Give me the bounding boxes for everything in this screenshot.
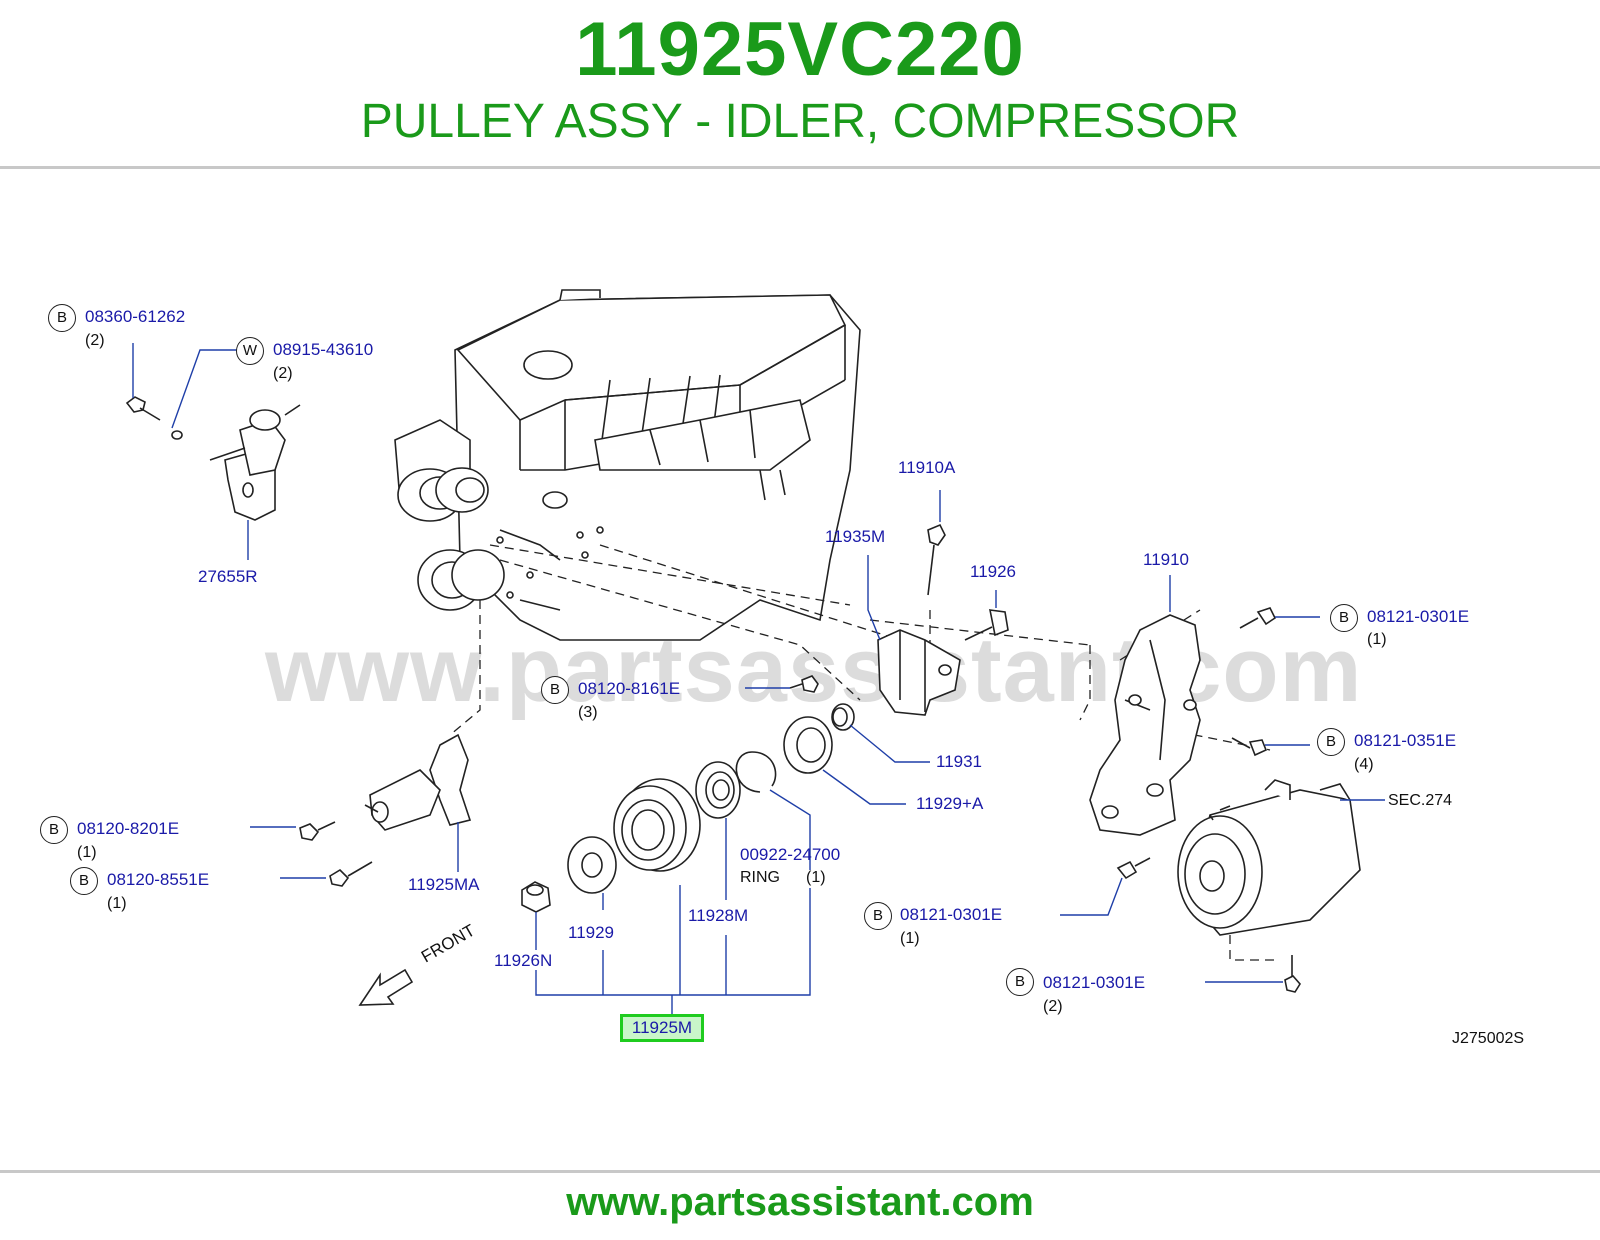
diagram-code: J275002S — [1452, 1030, 1525, 1047]
page-header: 11925VC220 PULLEY ASSY - IDLER, COMPRESS… — [0, 0, 1600, 168]
bolt-marker-icon: B — [40, 816, 68, 844]
callout-part-number[interactable]: 11935M — [825, 527, 886, 546]
bolt-marker-icon: B — [1330, 604, 1358, 632]
callout-part-number[interactable]: 11910 — [1143, 550, 1190, 569]
callout-quantity: (2) — [85, 332, 105, 349]
callout-quantity: (1) — [900, 930, 920, 947]
callout-quantity: (3) — [578, 704, 598, 721]
compressor-drawing — [1116, 779, 1361, 993]
callout-part-number[interactable]: 00922-24700 — [740, 845, 841, 864]
bearing-drawing — [695, 761, 741, 819]
idler-bracket-drawing — [877, 523, 1009, 716]
callout-quantity: (1) — [107, 895, 127, 912]
leader-lines — [132, 343, 1385, 1014]
callout-part-number[interactable]: 11931 — [936, 752, 983, 771]
bracket-11910-drawing — [1089, 607, 1277, 836]
callout-part-number[interactable]: 08120-8161E — [578, 679, 681, 698]
callout-part-number[interactable]: 11926N — [494, 951, 553, 970]
callout-part-number[interactable]: 11910A — [898, 458, 956, 477]
bolt-marker-icon: B — [48, 304, 76, 332]
engine-block-drawing — [394, 289, 861, 641]
callout-part-number[interactable]: 11929+A — [916, 794, 984, 813]
callout-quantity: (2) — [1043, 998, 1063, 1015]
callout-part-number[interactable]: 08121-0301E — [1367, 607, 1470, 626]
highlighted-part-number: 11925M — [631, 1018, 693, 1037]
header-divider — [0, 166, 1600, 169]
bolt-marker-icon: B — [864, 902, 892, 930]
bolt-marker-icon: B — [1317, 728, 1345, 756]
callout-part-number[interactable]: 08120-8201E — [77, 819, 180, 838]
washer-marker-icon: W — [236, 337, 264, 365]
part-description: PULLEY ASSY - IDLER, COMPRESSOR — [360, 95, 1240, 148]
bracket-sensor-drawing — [125, 396, 301, 521]
callout-part-number[interactable]: 08121-0301E — [900, 905, 1003, 924]
callout-part-number[interactable]: 08120-8551E — [107, 870, 210, 889]
bolt-marker-icon: B — [541, 676, 569, 704]
footer-divider — [0, 1170, 1600, 1173]
callout-part-number[interactable]: 11925MA — [408, 875, 480, 894]
spacer-11931-drawing — [831, 703, 855, 731]
front-arrow-icon — [358, 968, 414, 1006]
bolt-11926n-drawing — [521, 881, 551, 913]
highlighted-part-callout[interactable]: 11925M — [620, 1014, 704, 1042]
callout-part-number[interactable]: 08121-0351E — [1354, 731, 1457, 750]
bolt-marker-icon: B — [70, 867, 98, 895]
callout-section-ref[interactable]: SEC.274 — [1388, 792, 1453, 809]
footer-website-link[interactable]: www.partsassistant.com — [566, 1180, 1034, 1224]
callout-part-number[interactable]: 27655R — [198, 567, 258, 586]
callout-quantity: (1) — [806, 869, 826, 886]
bolt-marker-icon: B — [1006, 968, 1034, 996]
callout-part-number[interactable]: 11928M — [688, 906, 749, 925]
callout-quantity: (4) — [1354, 756, 1374, 773]
part-number-title: 11925VC220 — [575, 7, 1025, 92]
bracket-11925ma-drawing — [299, 733, 472, 887]
callout-part-number[interactable]: 11929 — [568, 923, 615, 942]
callout-sub-label: RING — [740, 869, 780, 886]
washer-11929a-drawing — [783, 716, 833, 774]
bolt-08120-8161e-drawing — [789, 675, 819, 693]
callout-quantity: (1) — [77, 844, 97, 861]
washer-11929-drawing — [567, 836, 617, 894]
snap-ring-drawing — [735, 751, 777, 793]
callout-quantity: (1) — [1367, 631, 1387, 648]
callout-quantity: (2) — [273, 365, 293, 382]
callout-part-number[interactable]: 08360-61262 — [85, 307, 186, 326]
callout-part-number[interactable]: 08915-43610 — [273, 340, 374, 359]
callout-part-number[interactable]: 11926 — [970, 562, 1017, 581]
pulley-11928m-drawing — [613, 778, 701, 872]
callout-part-number[interactable]: 08121-0301E — [1043, 973, 1146, 992]
